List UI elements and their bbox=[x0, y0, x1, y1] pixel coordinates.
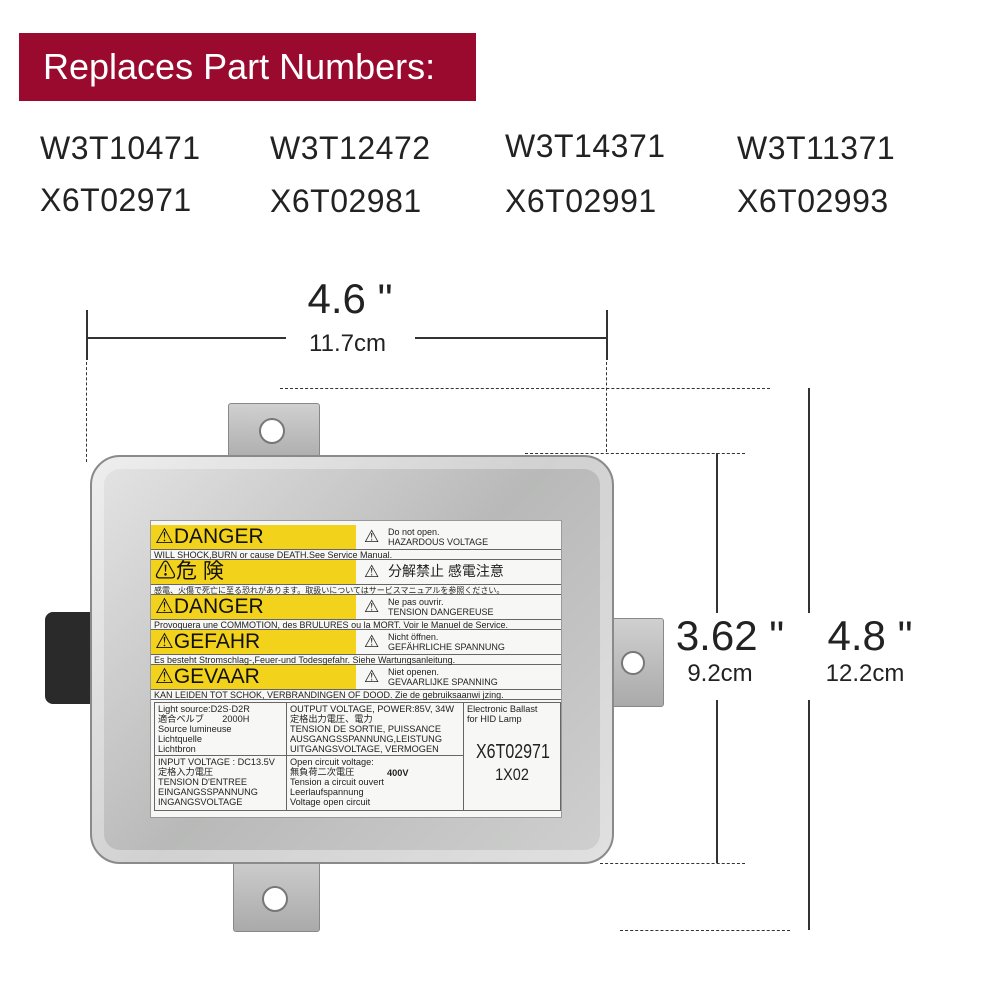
part-number: W3T10471 bbox=[40, 130, 201, 166]
warning-title: ⚠危 険 bbox=[151, 560, 356, 584]
mounting-tab-bottom bbox=[233, 853, 320, 932]
part-number: W3T12472 bbox=[270, 130, 431, 166]
warning-title: ⚠DANGER bbox=[151, 525, 356, 549]
mounting-tab-top bbox=[228, 403, 320, 465]
warning-label: ⚠DANGER ⚠Do not open.HAZARDOUS VOLTAGE W… bbox=[150, 520, 562, 818]
part-number: X6T02981 bbox=[270, 183, 422, 219]
voltage-warning-icon: ⚠ bbox=[364, 632, 380, 651]
warning-sub: WILL SHOCK,BURN or cause DEATH.See Servi… bbox=[151, 549, 561, 560]
warning-sub: Es besteht Stromschlag-,Feuer-und Todesg… bbox=[151, 654, 561, 665]
voltage-warning-icon: ⚠ bbox=[364, 597, 380, 616]
guide-line bbox=[600, 863, 745, 864]
total-height-inches: 4.8 " bbox=[827, 612, 913, 659]
dimension-line bbox=[808, 700, 810, 930]
model-number: X6T02971 bbox=[476, 741, 550, 763]
guide-line bbox=[620, 930, 790, 931]
input-voltage-nl: INGANGSVOLTAGE bbox=[158, 797, 243, 807]
total-height-cm: 12.2cm bbox=[825, 660, 905, 687]
dimension-tick bbox=[86, 310, 88, 360]
dimension-line bbox=[716, 453, 718, 613]
guide-line bbox=[606, 362, 607, 452]
part-number: X6T02993 bbox=[737, 183, 889, 219]
open-circuit-value: 400V bbox=[387, 768, 409, 778]
voltage-warning-icon: ⚠ bbox=[364, 527, 380, 546]
width-inches: 4.6 " bbox=[307, 275, 393, 322]
warning-title: ⚠DANGER bbox=[151, 595, 356, 619]
body-height-inches: 3.62 " bbox=[675, 612, 785, 659]
connector bbox=[45, 612, 97, 704]
dimension-line bbox=[415, 337, 607, 339]
dimension-line bbox=[808, 388, 810, 613]
warning-side: ⚠Niet openen.GEVAARLIJKE SPANNING bbox=[364, 667, 498, 687]
voltage-warning-icon: ⚠ bbox=[364, 667, 380, 686]
body-height-cm: 9.2cm bbox=[687, 660, 753, 687]
dimension-line bbox=[716, 700, 718, 863]
voltage-warning-icon: ⚠ bbox=[364, 562, 380, 581]
guide-line bbox=[86, 362, 87, 462]
product-name: Electronic Ballast for HID Lamp bbox=[467, 704, 538, 724]
mount-hole bbox=[621, 651, 645, 675]
mount-hole bbox=[262, 886, 288, 912]
replaces-banner: Replaces Part Numbers: bbox=[19, 33, 476, 101]
dimension-line bbox=[86, 337, 286, 339]
part-number: W3T14371 bbox=[505, 128, 666, 164]
warning-title: ⚠GEVAAR bbox=[151, 665, 356, 689]
warning-title: ⚠GEFAHR bbox=[151, 630, 356, 654]
mount-hole bbox=[259, 418, 285, 444]
product-cell: Electronic Ballast for HID Lamp X6T02971… bbox=[463, 702, 561, 811]
open-circuit-en: Voltage open circuit bbox=[290, 797, 371, 807]
part-number: X6T02971 bbox=[40, 182, 192, 218]
warning-sub: Provoquera une COMMOTION, des BRULURES o… bbox=[151, 619, 561, 630]
model-code: 1X02 bbox=[495, 765, 529, 784]
warning-sub: KAN LEIDEN TOT SCHOK, VERBRANDINGEN OF D… bbox=[151, 689, 561, 700]
warning-side: ⚠Do not open.HAZARDOUS VOLTAGE bbox=[364, 527, 489, 547]
dimension-tick bbox=[606, 310, 608, 360]
guide-line bbox=[525, 453, 745, 454]
guide-line bbox=[280, 388, 770, 389]
warning-side: ⚠Ne pas ouvrir.TENSION DANGEREUSE bbox=[364, 597, 494, 617]
part-number: X6T02991 bbox=[505, 183, 657, 219]
warning-sub: 感電、火傷で死亡に至る恐れがあります。取扱いについてはサービスマニュアルを参照く… bbox=[151, 584, 561, 595]
warning-side: ⚠Nicht öffnen.GEFÄHRLICHE SPANNUNG bbox=[364, 632, 505, 652]
part-number: W3T11371 bbox=[737, 130, 896, 166]
warning-side: ⚠分解禁止 感電注意 bbox=[364, 562, 504, 581]
width-cm: 11.7cm bbox=[309, 330, 386, 357]
